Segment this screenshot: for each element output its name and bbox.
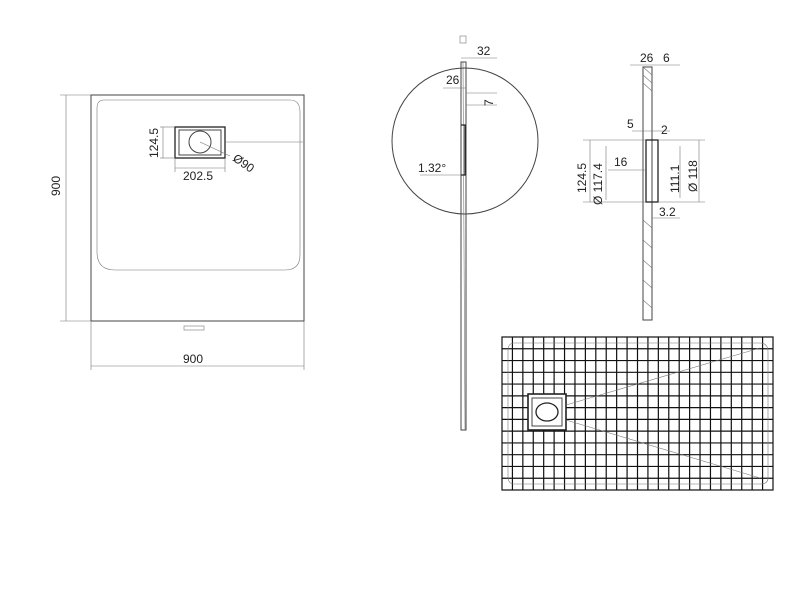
grid-drain-circle (535, 402, 559, 422)
drain-width-label: 202.5 (183, 169, 213, 183)
hatch (642, 82, 653, 92)
grid-basin-outline (507, 342, 769, 485)
overall-height-label: 900 (49, 176, 63, 196)
dim-5-label: 5 (627, 117, 634, 131)
dim-32-label: 32 (477, 44, 491, 58)
drain-circle (188, 130, 212, 154)
diameter-leader (199, 141, 231, 157)
drain-inner (178, 129, 222, 156)
wall-profile (642, 66, 653, 321)
hatch (642, 239, 653, 249)
hatch (642, 66, 653, 76)
slope-angle-label: 1.32° (418, 161, 446, 175)
drain-section: 26 6 5 2 124.5 Ø 117.4 16 111.1 Ø 118 3.… (575, 51, 705, 321)
outer-diameter-label: Ø 118 (686, 160, 700, 192)
drain-height-label: 124.5 (147, 128, 161, 158)
overall-width-label: 900 (183, 352, 203, 366)
tray-outline (90, 94, 305, 322)
drain-body (174, 126, 226, 159)
drain-diameter-label: Ø90 (230, 151, 257, 176)
hatch (642, 259, 653, 269)
top-dim-26-label: 26 (640, 51, 654, 65)
dim-2-label: 2 (661, 123, 668, 137)
dim-26-label: 26 (446, 73, 460, 87)
slope-line-top (565, 347, 761, 406)
hatch (642, 299, 653, 309)
dim-7-label: 7 (482, 99, 496, 106)
outer-height-label: 124.5 (575, 163, 589, 193)
bottom-mark (183, 325, 205, 331)
slope-detail (461, 124, 466, 176)
top-marker (459, 35, 467, 44)
section-profile (460, 61, 467, 431)
slope-section: 32 26 7 1.32° (391, 35, 539, 431)
grid-view (501, 336, 774, 491)
grid-drain-inner (531, 397, 563, 427)
height-111-label: 111.1 (668, 164, 682, 193)
slope-line (462, 61, 466, 431)
hatch (642, 279, 653, 289)
bottom-dim-label: 3.2 (659, 205, 676, 219)
slope-line-bottom (565, 419, 761, 479)
hatch (642, 219, 653, 229)
top-dim-6-label: 6 (663, 51, 670, 65)
grid-drain-body (527, 393, 567, 431)
plan-view: 124.5 202.5 Ø90 900 900 (49, 94, 305, 370)
drain-insert (645, 139, 659, 203)
hatch (642, 74, 653, 84)
detail-circle (391, 67, 539, 215)
depth-16-label: 16 (614, 155, 628, 169)
basin-outline (96, 99, 301, 271)
inner-diameter-label: Ø 117.4 (591, 163, 605, 205)
